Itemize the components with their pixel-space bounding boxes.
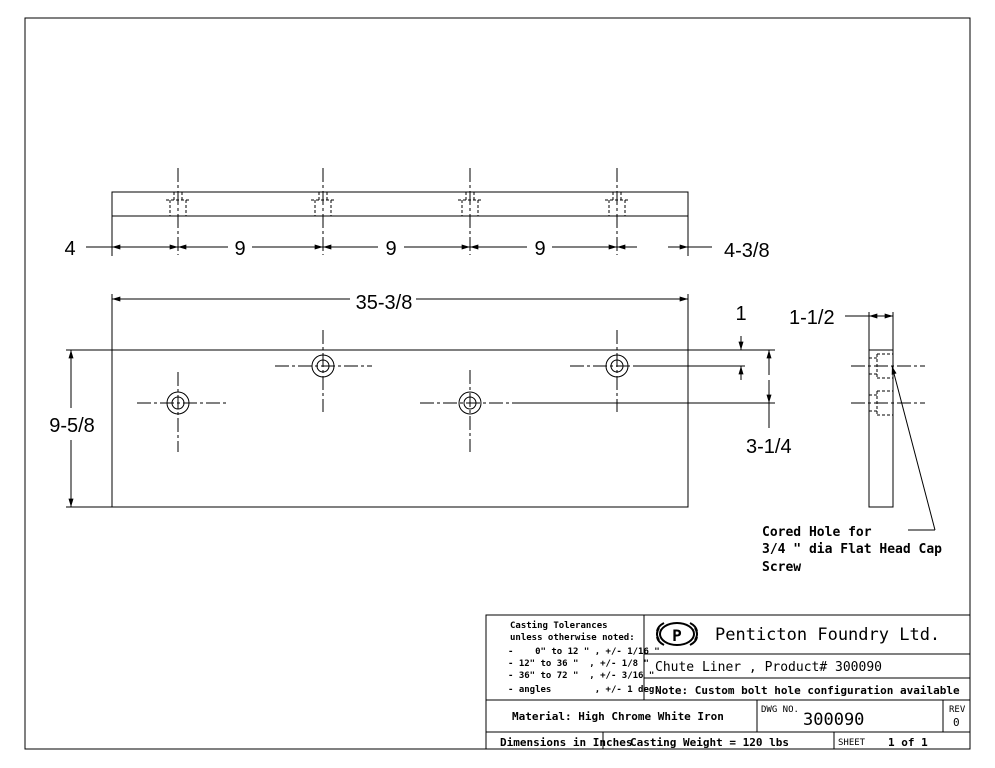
front-dimension-texts: 35-3/8 9-5/8 1 3-1/4 xyxy=(49,292,791,458)
top-dimension-texts: 4 9 9 9 4-3/8 xyxy=(64,238,769,262)
front-bolt-holes xyxy=(166,354,629,415)
drawing-note: Note: Custom bolt hole configuration ava… xyxy=(655,684,960,697)
dim-height: 9-5/8 xyxy=(49,415,95,437)
callout-line-1: Cored Hole for xyxy=(762,525,872,540)
front-center-lines xyxy=(137,330,636,452)
front-view xyxy=(66,294,775,508)
rev: 0 xyxy=(953,716,960,729)
side-view-outline xyxy=(868,349,894,508)
dim-top-left-offset: 4 xyxy=(64,238,75,260)
tolerances-subheading: unless otherwise noted: xyxy=(510,632,635,643)
sheet-number: 1 of 1 xyxy=(888,736,928,749)
part-title: Chute Liner , Product# 300090 xyxy=(655,660,882,675)
dim-spacing-1: 9 xyxy=(234,238,245,260)
casting-weight: Casting Weight = 120 lbs xyxy=(630,736,789,749)
dim-side-width: 1-1/2 xyxy=(789,307,835,329)
title-block xyxy=(485,614,971,750)
sheet-label: SHEET xyxy=(838,738,866,748)
tolerance-row-4: - angles , +/- 1 deg. xyxy=(508,685,660,695)
material: Material: High Chrome White Iron xyxy=(512,710,724,723)
dim-overall-length: 35-3/8 xyxy=(356,292,413,314)
dwg-no-label: DWG NO. xyxy=(761,705,799,715)
rev-label: REV xyxy=(949,705,966,715)
top-view xyxy=(86,168,712,256)
side-texts: 1-1/2 Cored Hole for 3/4 " dia Flat Head… xyxy=(762,307,942,575)
top-hidden-holes xyxy=(166,192,629,216)
tolerance-row-2: - 12" to 36 " , +/- 1/8 " xyxy=(508,659,649,669)
side-hidden-holes xyxy=(869,353,893,416)
logo: P xyxy=(656,622,698,646)
callout-line-3: Screw xyxy=(762,560,801,575)
tolerance-row-1: - 0" to 12 " , +/- 1/16 " xyxy=(508,647,660,657)
dim-top-right-offset: 4-3/8 xyxy=(724,240,770,262)
tolerances-heading: Casting Tolerances xyxy=(510,620,608,631)
title-block-texts: Casting Tolerances unless otherwise note… xyxy=(500,620,966,749)
dim-thickness: 1 xyxy=(735,303,746,325)
callout-line-2: 3/4 " dia Flat Head Cap xyxy=(762,542,942,557)
dim-spacing-3: 9 xyxy=(534,238,545,260)
front-view-outline xyxy=(111,349,689,508)
dim-spacing-2: 9 xyxy=(385,238,396,260)
tolerance-row-3: - 36" to 72 " , +/- 3/16 " xyxy=(508,671,654,681)
side-view xyxy=(845,312,936,531)
units-note: Dimensions in Inches xyxy=(500,736,632,749)
top-center-lines xyxy=(177,168,618,255)
dwg-no: 300090 xyxy=(803,710,864,730)
company-name: Penticton Foundry Ltd. xyxy=(715,625,940,645)
logo-letter: P xyxy=(672,626,682,645)
top-view-outline xyxy=(111,191,689,217)
dim-hole-row-spacing: 3-1/4 xyxy=(746,436,792,458)
